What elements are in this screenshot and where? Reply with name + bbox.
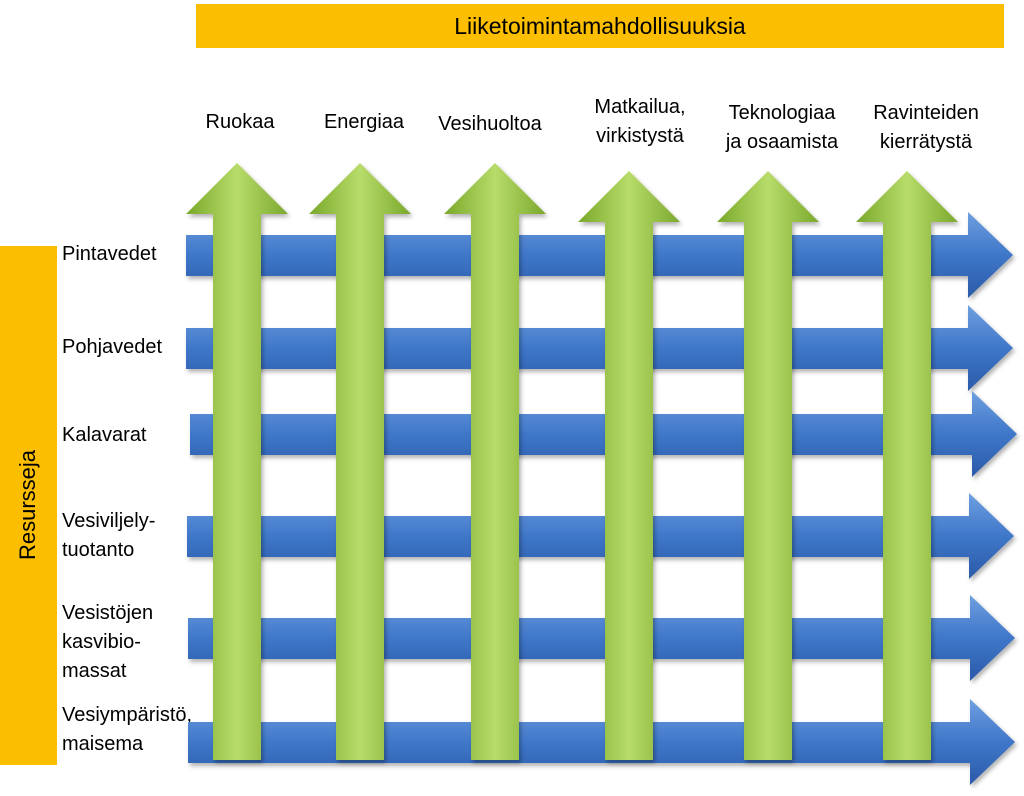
column-label-nutrient-recycling: Ravinteiden kierrätystä [873, 102, 979, 153]
resource-arrows [186, 212, 1017, 785]
column-label-food: Ruokaa [205, 111, 275, 133]
row-label-groundwaters: Pohjavedet [62, 336, 163, 358]
opportunity-arrow-energy [309, 163, 411, 760]
opportunity-arrow-technology [717, 171, 819, 760]
diagram-title: Liiketoimintamahdollisuuksia [454, 12, 746, 39]
opportunity-arrow-water-supply [444, 163, 546, 760]
resource-arrow-groundwaters [186, 305, 1013, 391]
resource-arrow-aquaculture [187, 493, 1014, 579]
opportunity-arrow-food [186, 163, 288, 760]
column-label-energy: Energiaa [323, 111, 405, 133]
row-label-surface-waters: Pintavedet [62, 243, 157, 265]
resource-arrow-surface-waters [186, 212, 1013, 298]
column-label-technology: Teknologiaa ja osaamista [725, 102, 839, 153]
column-label-water-supply: Vesihuoltoa [438, 113, 542, 135]
row-label-water-environment: Vesiympäristö, maisema [62, 704, 193, 755]
row-label-aquaculture: Vesiviljely- tuotanto [62, 510, 156, 561]
column-label-tourism: Matkailua, virkistystä [594, 96, 686, 147]
opportunity-arrows [186, 163, 958, 760]
resource-arrow-plant-biomass [188, 595, 1015, 681]
row-label-plant-biomass: Vesistöjen kasvibio- massat [62, 602, 154, 682]
resource-arrow-water-environment [188, 699, 1015, 785]
side-banner [0, 246, 57, 765]
opportunity-arrow-nutrient-recycling [856, 171, 958, 760]
opportunity-arrow-tourism [578, 171, 680, 760]
resource-arrow-fish-stocks [190, 391, 1017, 477]
title-banner: Liiketoimintamahdollisuuksia [196, 4, 1004, 48]
row-label-fish-stocks: Kalavarat [62, 424, 147, 446]
